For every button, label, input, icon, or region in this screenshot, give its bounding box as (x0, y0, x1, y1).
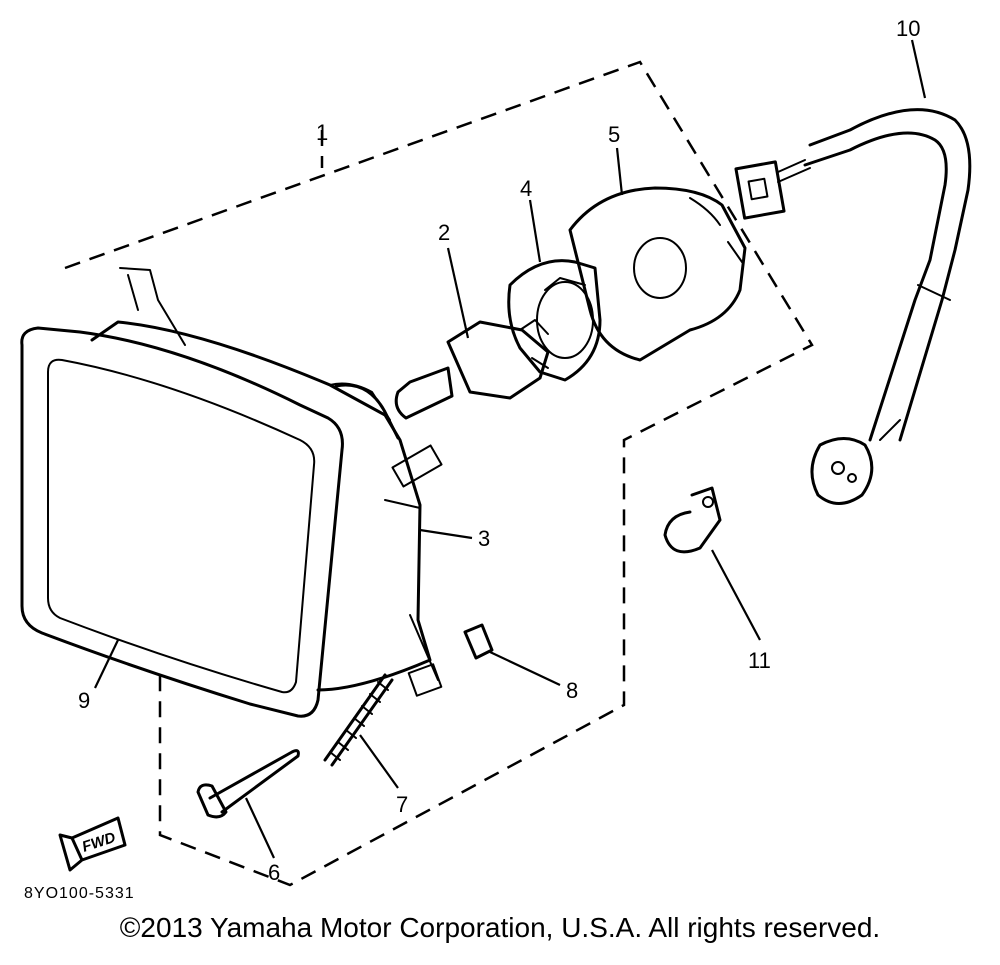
fwd-arrow-icon: FWD (58, 816, 127, 872)
callout-6: 6 (268, 860, 280, 885)
spring (323, 673, 394, 767)
pin (463, 623, 494, 660)
leader-5 (615, 147, 624, 196)
leader-2 (446, 247, 470, 339)
callout-2: 2 (438, 220, 450, 245)
callout-1: 1 (316, 120, 328, 145)
leader-9 (94, 639, 119, 689)
socket-ring (507, 259, 602, 382)
leader-4 (528, 199, 542, 263)
callout-8: 8 (566, 678, 578, 703)
drawing-code: 8YO100-5331 (24, 885, 135, 902)
headlight-rim (20, 326, 344, 718)
clamp (663, 486, 722, 554)
bulb (394, 319, 550, 420)
headlight-housing (90, 267, 443, 697)
callout-3: 3 (478, 526, 490, 551)
callout-9: 9 (78, 688, 90, 713)
wire-harness (734, 108, 972, 505)
callout-5: 5 (608, 122, 620, 147)
callout-4: 4 (520, 176, 532, 201)
leader-7 (359, 734, 399, 789)
leader-6 (245, 797, 275, 859)
screw (196, 749, 300, 819)
leader-3 (419, 528, 473, 540)
callout-11: 11 (748, 648, 771, 673)
leader-10 (910, 39, 927, 99)
copyright-notice: ©2013 Yamaha Motor Corporation, U.S.A. A… (119, 912, 881, 943)
leader-11 (711, 549, 761, 641)
leader-8 (489, 651, 561, 686)
assembly-boundary (64, 60, 814, 887)
callout-7: 7 (396, 792, 408, 817)
callout-10: 10 (896, 16, 920, 41)
